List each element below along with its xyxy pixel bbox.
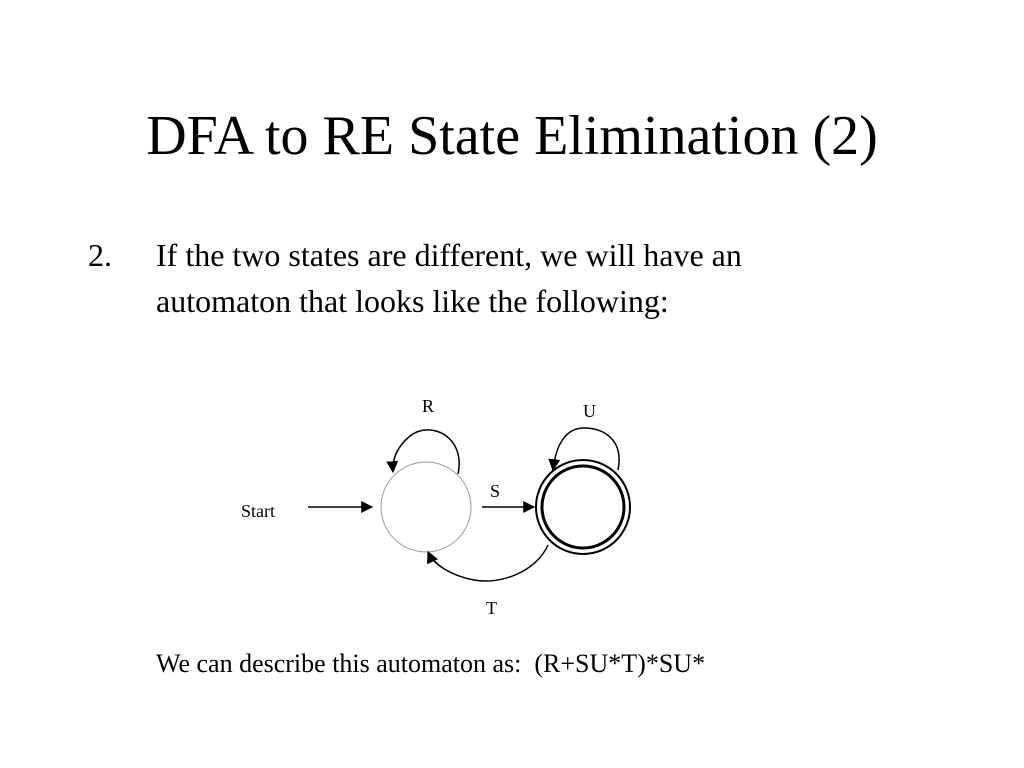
bullet-number: 2. <box>88 237 112 273</box>
bullet-item: 2. If the two states are different, we w… <box>88 232 788 324</box>
state-q2-inner <box>540 464 626 550</box>
label-s: S <box>490 481 500 501</box>
caption: We can describe this automaton as: (R+SU… <box>156 649 706 678</box>
bullet-list: 2. If the two states are different, we w… <box>88 232 788 324</box>
slide-title: DFA to RE State Elimination (2) <box>146 105 878 167</box>
label-t: T <box>486 598 497 618</box>
loop-r-arrow <box>386 429 460 475</box>
label-u: U <box>583 401 596 421</box>
state-q1 <box>380 461 472 553</box>
start-label: Start <box>241 501 275 521</box>
label-r: R <box>422 396 434 416</box>
loop-u-arrow <box>548 427 620 472</box>
state-q2-outer <box>535 459 631 555</box>
transition-t-arrow <box>427 544 549 582</box>
bullet-text: If the two states are different, we will… <box>156 237 742 319</box>
